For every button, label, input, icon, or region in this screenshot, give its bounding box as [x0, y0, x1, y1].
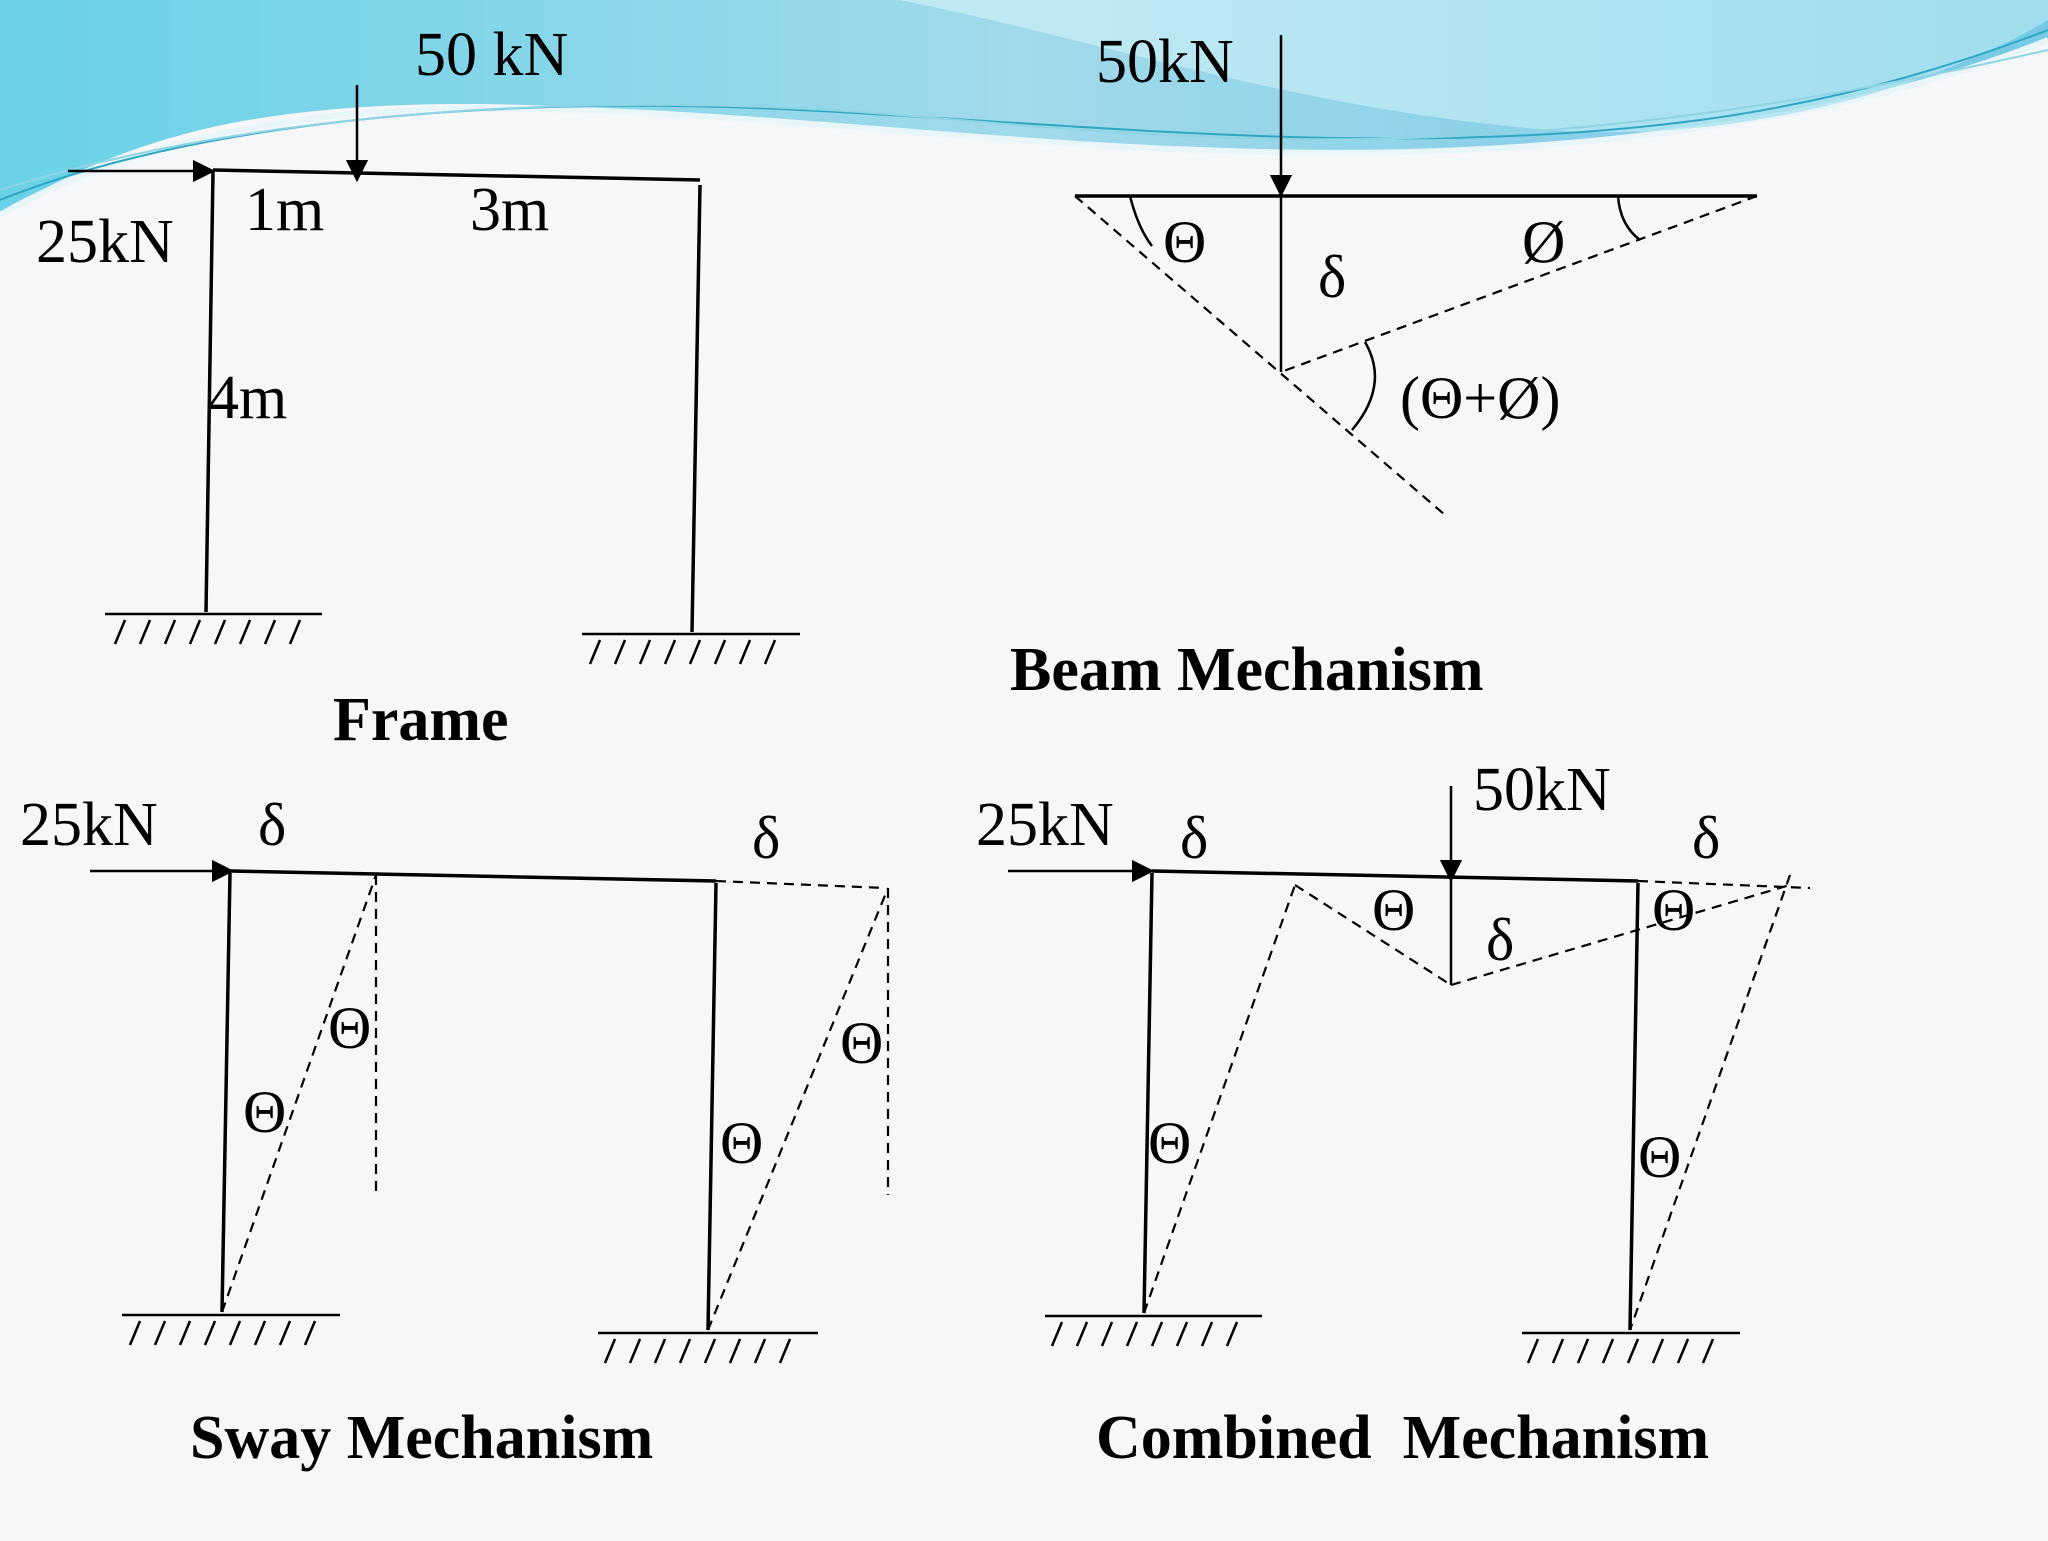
combined-right-column: [1628, 882, 1640, 1331]
beam-phi-label: Ø: [1522, 209, 1565, 275]
beam-phi-arc: [1616, 195, 1641, 241]
sway-right-column: [706, 882, 718, 1331]
beam-theta-arc: [1128, 195, 1153, 247]
combined-delta-mid-label: δ: [1486, 907, 1514, 973]
beam-mechanism-title: Beam Mechanism: [1010, 636, 1484, 704]
combined-left-support: [1045, 1314, 1262, 1347]
sway-theta-3-label: Θ: [840, 1010, 883, 1076]
beam-load-label: 50kN: [1096, 28, 1234, 96]
frame-dim-left-label: 1m: [245, 176, 324, 244]
sway-left-displaced-column: [220, 874, 378, 1313]
frame-left-support: [105, 612, 322, 645]
sway-delta-left-label: δ: [258, 792, 286, 858]
wave-decoration: [0, 0, 2048, 218]
sway-load-label: 25kN: [20, 791, 158, 859]
frame-dim-right-label: 3m: [470, 176, 549, 244]
sway-right-support: [598, 1331, 818, 1364]
combined-theta-1-label: Θ: [1372, 877, 1415, 943]
combined-left-column: [1142, 872, 1154, 1314]
combined-delta-left-label: δ: [1180, 805, 1208, 871]
sway-theta-4-label: Θ: [720, 1110, 763, 1176]
combined-theta-4-label: Θ: [1638, 1124, 1681, 1190]
sway-left-column: [220, 872, 232, 1313]
sway-left-support: [122, 1313, 340, 1346]
combined-left-displaced-column: [1142, 884, 1297, 1314]
combined-mechanism-diagram: 25kN 50kN δ δ δ Θ Θ Θ Θ Combined Mechani…: [976, 756, 1811, 1472]
frame-left-column: [204, 171, 215, 613]
sway-right-displaced-column: [706, 887, 890, 1331]
frame-height-label: 4m: [208, 364, 287, 432]
sway-mechanism-diagram: 25kN δ δ Θ Θ Θ Θ Sway Mechanism: [20, 791, 890, 1472]
frame-right-support: [582, 632, 800, 665]
frame-vertical-load-label: 50 kN: [415, 21, 568, 89]
sway-theta-2-label: Θ: [243, 1079, 286, 1145]
beam-mechanism-diagram: 50kN Θ Ø δ (Θ+Ø) Beam Mechanism: [1010, 28, 1758, 704]
sway-beam: [229, 869, 717, 883]
sway-mechanism-title: Sway Mechanism: [190, 1404, 653, 1472]
combined-beam: [1151, 869, 1639, 883]
sway-theta-1-label: Θ: [328, 995, 371, 1061]
frame-title: Frame: [333, 686, 509, 754]
beam-sum-arc: [1351, 341, 1377, 431]
frame-right-column: [690, 184, 702, 633]
frame-horizontal-load-label: 25kN: [36, 208, 174, 276]
beam-delta-label: δ: [1318, 244, 1346, 310]
sway-delta-right-label: δ: [752, 805, 780, 871]
combined-vertical-load-label: 50kN: [1473, 756, 1611, 824]
combined-theta-2-label: Θ: [1652, 877, 1695, 943]
combined-right-displaced-column: [1628, 874, 1792, 1331]
combined-mechanism-title: Combined Mechanism: [1096, 1404, 1709, 1472]
combined-delta-right-label: δ: [1692, 805, 1720, 871]
frame-diagram: 50 kN 25kN 1m 3m 4m Frame: [36, 21, 800, 754]
combined-horizontal-load-label: 25kN: [976, 791, 1114, 859]
beam-right-rotation-line: [1280, 194, 1758, 374]
combined-left-beam-segment: [1294, 884, 1452, 986]
frame-beam: [212, 168, 701, 182]
combined-right-beam-segment: [1450, 883, 1791, 987]
sway-displaced-beam: [715, 879, 886, 890]
beam-theta-label: Θ: [1163, 209, 1206, 275]
beam-sum-label: (Θ+Ø): [1400, 365, 1560, 431]
combined-theta-3-label: Θ: [1148, 1110, 1191, 1176]
combined-right-support: [1522, 1331, 1740, 1364]
beam-left-rotation-line: [1074, 195, 1446, 516]
